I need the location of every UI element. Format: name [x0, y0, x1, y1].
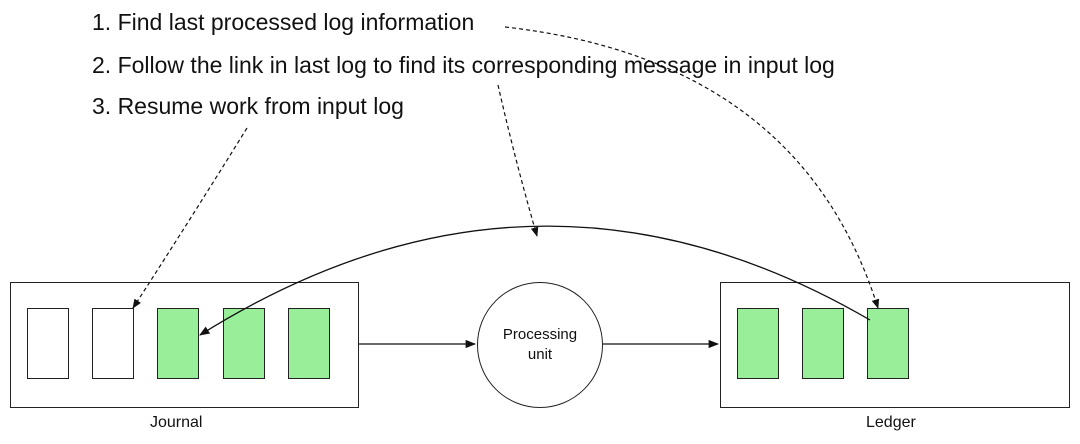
- step-1-pointer: [504, 26, 880, 309]
- step-3-text: 3. Resume work from input log: [92, 93, 404, 119]
- ledger-label: Ledger: [866, 414, 916, 431]
- step-3-pointer: [132, 127, 248, 309]
- step-2-pointer: [497, 84, 539, 237]
- ledger-link-back-arrow: [199, 225, 871, 336]
- journal-entry-5: [288, 308, 330, 379]
- journal-entry-1: [27, 308, 69, 379]
- journal-entry-2: [92, 308, 134, 379]
- ledger-entry-3: [867, 308, 909, 379]
- journal-label: Journal: [150, 414, 203, 431]
- ledger-entry-2: [802, 308, 844, 379]
- step-1-text: 1. Find last processed log information: [92, 9, 475, 35]
- processing-unit-label: Processing unit: [502, 326, 578, 363]
- journal-entry-4: [223, 308, 265, 379]
- journal-entry-3: [157, 308, 199, 379]
- processing-unit-node: Processing unit: [477, 282, 603, 408]
- step-2-text: 2. Follow the link in last log to find i…: [92, 52, 835, 78]
- ledger-entry-1: [737, 308, 779, 379]
